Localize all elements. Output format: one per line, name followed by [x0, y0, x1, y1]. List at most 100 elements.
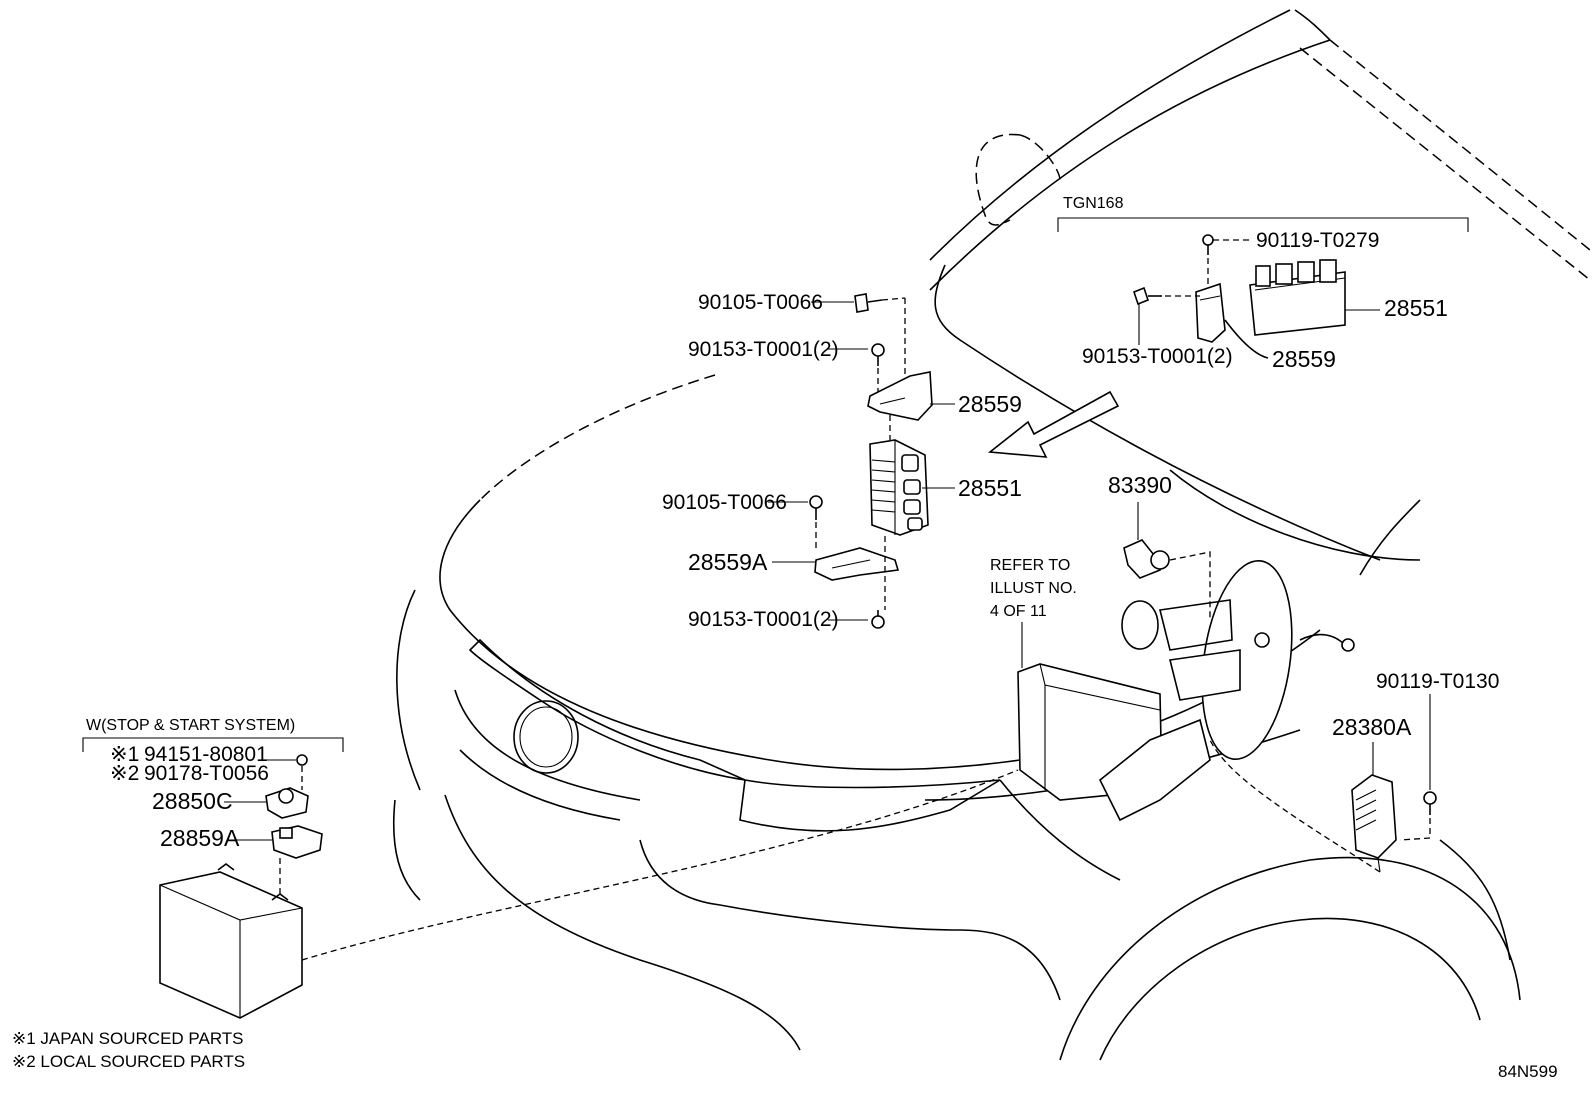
bolt-shank: [867, 299, 883, 303]
bolt-head: [1423, 791, 1437, 805]
connector-2: [1275, 263, 1293, 285]
part-90119-T0279-label: 90119-T0279: [1256, 229, 1379, 252]
hidden-line: [881, 297, 906, 301]
bolt-head: [854, 293, 869, 313]
marker-1: ※1: [110, 743, 139, 766]
bolt-head: [871, 615, 885, 629]
fender-edge: [1439, 839, 1511, 961]
master-cylinder: [1159, 599, 1233, 651]
bracket-28559-main: [867, 371, 955, 440]
bracket-slot: [879, 397, 906, 405]
fog-area: [639, 839, 721, 906]
bolt-90153-T0001-b: [828, 610, 885, 629]
connector-1: [1255, 265, 1271, 287]
sensor-body: [1123, 539, 1162, 579]
part-90178-T0056-label: 90178-T0056: [144, 762, 269, 785]
bracket-body: [814, 547, 900, 581]
vehicle-outline: [392, 9, 1591, 1061]
wheel-arch-inner: [1099, 917, 1481, 1061]
part-28551-inset-label: 28551: [1384, 295, 1448, 321]
part-28559-inset-label: 28559: [1272, 346, 1336, 372]
inset-module-28551: [1249, 259, 1380, 336]
stop-start-group: W(STOP & START SYSTEM): [82, 717, 344, 752]
bolt-90153-T0001-a: [828, 343, 885, 395]
windshield-base: [934, 264, 1381, 561]
connector-3: [903, 499, 921, 515]
cylinder-body: [1169, 649, 1241, 701]
emblem-inner: [519, 706, 573, 768]
brake-booster: [1121, 559, 1355, 761]
a-pillar-line: [929, 9, 1291, 261]
bumper-line: [459, 749, 621, 821]
part-28559A-label: 28559A: [688, 549, 768, 575]
left-front-edge: [396, 589, 421, 791]
sensor-28850C: [224, 787, 309, 819]
bolt-head: [1202, 234, 1214, 246]
relay-fins: [1355, 789, 1377, 831]
hood-front-edge: [439, 499, 1021, 771]
arrow-shape: [987, 390, 1120, 458]
clamp-28859A: [236, 825, 323, 905]
part-90119-T0130-label: 90119-T0130: [1376, 670, 1499, 693]
part-28551-main-label: 28551: [958, 475, 1022, 501]
bracket-28559A: [772, 536, 900, 610]
bracket-slot: [831, 559, 871, 569]
windshield-top: [929, 39, 1331, 291]
roof-edge-hidden: [1329, 39, 1591, 251]
mirror-hidden-2: [1019, 134, 1061, 181]
tgn168-group: TGN168: [1057, 195, 1469, 232]
hidden-line: [1399, 818, 1431, 841]
module-fins: [871, 459, 896, 513]
module-28551-main: [869, 439, 955, 536]
connector-4: [1319, 259, 1337, 283]
part-83390-label: 83390: [1108, 472, 1172, 498]
bracket-body: [1195, 282, 1226, 343]
footnote-1: ※1 JAPAN SOURCED PARTS: [12, 1029, 244, 1048]
bracket-body: [867, 371, 933, 421]
grille-upper: [468, 638, 746, 781]
connector-4: [907, 517, 923, 531]
inset-bolt-90119-T0279: [1202, 234, 1250, 290]
roof-edge-hidden-2: [1299, 47, 1591, 281]
refer-line1: REFER TO: [990, 557, 1070, 574]
bumper-right: [959, 929, 1061, 1001]
connector-3: [1297, 261, 1315, 283]
part-94151-80801-label: 94151-80801: [144, 743, 268, 766]
part-90153-T0001-inset-label: 90153-T0001(2): [1082, 345, 1233, 368]
stop-start-bracket: [82, 737, 344, 752]
relay-tab: [1377, 857, 1381, 873]
terminal-2: [271, 893, 289, 901]
leader: [1224, 319, 1269, 359]
direction-arrow: [987, 390, 1120, 458]
bolt-90119-T0130: [1399, 694, 1437, 841]
clamp-bolt: [279, 827, 293, 839]
bolt-head: [871, 343, 885, 357]
bolt-90105-T0066-top: [811, 293, 906, 380]
reservoir: [1121, 600, 1159, 650]
battery-tray: [1098, 718, 1211, 822]
bay-line-2: [999, 779, 1121, 881]
part-28859A-label: 28859A: [160, 825, 240, 851]
hidden-line: [1209, 739, 1381, 873]
fender-top: [1359, 499, 1421, 576]
connector-2: [903, 479, 921, 495]
inset-bracket-28559: [1133, 282, 1269, 359]
relay-body: [1351, 774, 1397, 859]
sensor-83390: [1123, 502, 1211, 620]
port: [1254, 632, 1270, 648]
roof-corner: [1294, 9, 1331, 41]
footnote-2: ※2 LOCAL SOURCED PARTS: [12, 1052, 245, 1071]
left-bumper: [392, 799, 421, 901]
tgn168-bracket: [1057, 217, 1469, 232]
part-28380A-label: 28380A: [1332, 714, 1412, 740]
wheel-arch-outer: [1059, 856, 1521, 1061]
battery-small: [159, 769, 1019, 1019]
bolt-90105-T0066-mid: [768, 495, 823, 548]
bracket-hole: [1199, 295, 1221, 301]
booster-body: [1201, 559, 1293, 761]
part-28559-main-label: 28559: [958, 391, 1022, 417]
part-90105-T0066-mid-label: 90105-T0066: [662, 491, 787, 514]
refer-line3: 4 OF 11: [990, 603, 1047, 620]
headlight: [739, 779, 1001, 832]
